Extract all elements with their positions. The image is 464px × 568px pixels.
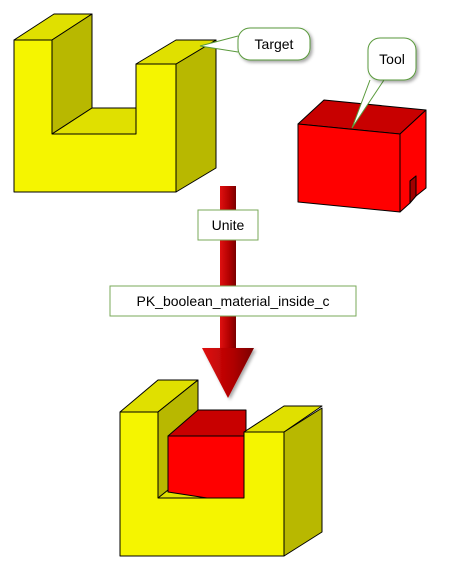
result-tool-front [167,435,247,505]
target-body [13,13,217,193]
tool-callout-leader [351,79,385,129]
tool-slot-inside [409,175,417,204]
option-label: PK_boolean_material_inside_c [109,285,357,317]
target-callout-leader [199,35,239,53]
target-callout-box [237,27,311,61]
result-front-face [119,411,285,557]
target-label: Target [255,36,294,52]
tool-callout-box [367,37,417,81]
option-label-box [109,285,357,317]
target-right-face [175,39,217,193]
target-front-face [13,39,177,193]
target-callout: Target [199,27,311,61]
tool-callout: Tool [351,37,417,129]
result-body [119,379,323,557]
tool-label: Tool [379,51,405,67]
operation-label: Unite [197,209,259,241]
target-callout-pointer [200,36,238,52]
option-label-text: PK_boolean_material_inside_c [136,293,329,309]
result-right-face [283,407,323,557]
operation-label-box [197,209,259,241]
tool-body [297,99,427,213]
arrow-head [202,348,254,398]
operation-label-text: Unite [212,217,245,233]
tool-front-face [297,123,401,213]
